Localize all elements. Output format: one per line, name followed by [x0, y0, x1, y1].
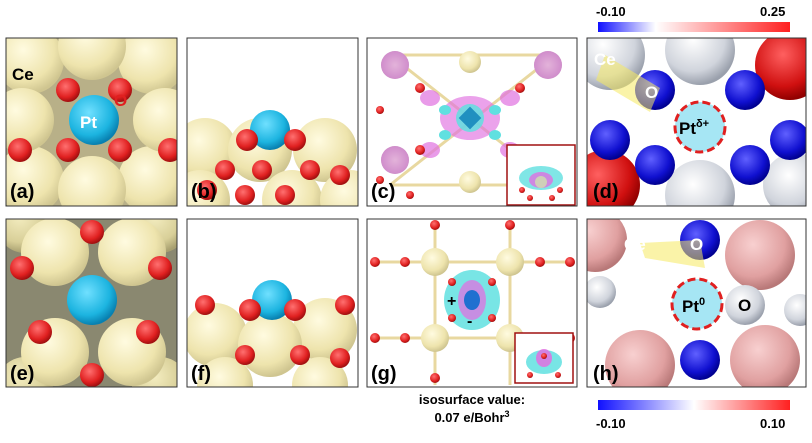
- panel-c: (c): [366, 37, 578, 207]
- panel-g-minus-label: -: [467, 313, 472, 330]
- colorbar-top: -0.10 0.25: [596, 4, 790, 32]
- panel-b-letter: (b): [191, 181, 217, 203]
- panel-d: Ce O Ptδ+ (d): [586, 37, 807, 207]
- panel-h-atoms: [587, 219, 806, 387]
- panel-g: + - (g): [366, 218, 578, 388]
- isosurface-line1: isosurface value:: [419, 392, 525, 407]
- colorbar-top-max: 0.25: [760, 4, 785, 19]
- panel-h-ce-label: Ce: [624, 235, 646, 254]
- panel-d-ce-label: Ce: [594, 50, 616, 69]
- panel-e-atoms: [6, 219, 177, 387]
- panel-g-letter: (g): [371, 363, 397, 385]
- panel-g-structure: [370, 220, 575, 385]
- panel-d-pt-label: Ptδ+: [679, 118, 709, 138]
- panel-h-pt-label: Pt0: [682, 296, 705, 316]
- panel-a-ce-label: Ce: [12, 65, 34, 84]
- panel-d-o-label: O: [645, 83, 658, 102]
- panel-f-letter: (f): [191, 363, 211, 385]
- colorbar-top-min: -0.10: [596, 4, 626, 19]
- panel-c-letter: (c): [371, 181, 395, 203]
- panel-a-atoms: [6, 38, 177, 206]
- panel-a-o-label: O: [114, 91, 127, 110]
- panel-a: Ce Pt O (a): [5, 37, 178, 207]
- panel-e-letter: (e): [10, 363, 34, 385]
- panel-d-letter: (d): [593, 181, 619, 203]
- panel-h-o-right-label: O: [738, 296, 751, 315]
- panel-g-inset: [514, 332, 574, 384]
- panel-b: (b): [186, 37, 359, 207]
- panel-d-atoms: [587, 38, 806, 206]
- panel-h-o-top-label: O: [690, 235, 703, 254]
- isosurface-line2: 0.07 e/Bohr3: [434, 409, 509, 425]
- isosurface-caption: isosurface value: 0.07 e/Bohr3: [419, 392, 525, 425]
- panel-h: Ce O Pt0 O (h): [586, 218, 807, 388]
- panel-c-inset: [506, 144, 576, 206]
- panel-a-letter: (a): [10, 181, 34, 203]
- panel-f-atoms: [187, 280, 357, 387]
- panel-h-letter: (h): [593, 363, 619, 385]
- colorbar-bottom-max: 0.10: [760, 416, 785, 431]
- panel-a-pt-label: Pt: [80, 113, 97, 132]
- panel-f: (f): [186, 218, 359, 388]
- panel-e: (e): [5, 218, 178, 388]
- panel-b-atoms: [187, 110, 358, 206]
- panel-g-plus-label: +: [447, 293, 456, 310]
- colorbar-bottom-min: -0.10: [596, 416, 626, 431]
- colorbar-bottom: -0.10 0.10: [596, 400, 790, 431]
